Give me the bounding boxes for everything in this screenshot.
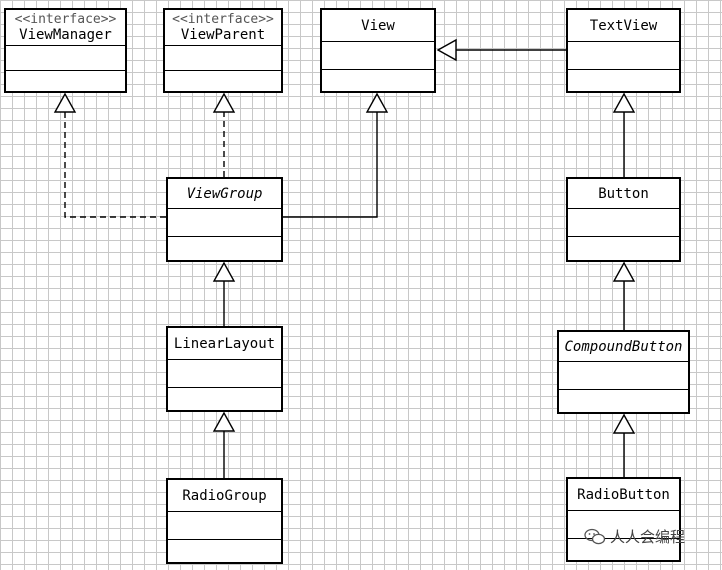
attributes-compartment — [168, 209, 281, 237]
hollow-triangle-arrowhead — [612, 92, 636, 113]
attributes-compartment — [568, 511, 679, 539]
operations-compartment — [168, 540, 281, 562]
wechat-icon — [584, 528, 606, 544]
class-view-manager[interactable]: <<interface>> ViewManager — [4, 8, 127, 93]
attributes-compartment — [168, 512, 281, 540]
operations-compartment — [165, 71, 281, 91]
attributes-compartment — [168, 360, 281, 388]
watermark-text: 人人会编程 — [610, 528, 686, 546]
class-name: RadioButton — [577, 486, 670, 503]
operations-compartment — [322, 70, 434, 91]
class-button[interactable]: Button — [566, 177, 681, 262]
class-linear-layout[interactable]: LinearLayout — [166, 326, 283, 412]
hollow-triangle-arrowhead — [612, 261, 636, 282]
operations-compartment — [568, 237, 679, 260]
hollow-triangle-arrowhead — [53, 92, 77, 113]
stereotype-label: <<interface>> — [172, 11, 274, 27]
operations-compartment — [168, 388, 281, 410]
class-name: View — [361, 17, 395, 34]
operations-compartment — [568, 70, 679, 91]
class-name: ViewManager — [19, 26, 112, 43]
class-name: RadioGroup — [182, 487, 267, 504]
hollow-triangle-arrowhead — [212, 411, 236, 432]
hollow-triangle-arrowhead — [436, 38, 457, 62]
class-name: LinearLayout — [173, 335, 276, 352]
hollow-triangle-arrowhead — [212, 92, 236, 113]
class-radio-group[interactable]: RadioGroup — [166, 478, 283, 564]
attributes-compartment — [165, 46, 281, 71]
class-compound-button[interactable]: CompoundButton — [557, 330, 690, 414]
class-view-parent[interactable]: <<interface>> ViewParent — [163, 8, 283, 93]
class-view-group[interactable]: ViewGroup — [166, 177, 283, 262]
hollow-triangle-arrowhead — [612, 413, 636, 434]
attributes-compartment — [568, 209, 679, 237]
class-name: TextView — [589, 17, 658, 34]
operations-compartment — [168, 237, 281, 260]
connector-view-group-to-view-manager — [64, 112, 166, 218]
watermark: 人人会编程 — [584, 526, 685, 547]
attributes-compartment — [322, 42, 434, 70]
class-name: CompoundButton — [564, 338, 683, 355]
attributes-compartment — [6, 46, 125, 71]
class-radio-button[interactable]: RadioButton — [566, 477, 681, 562]
connector-view-group-to-view — [283, 112, 378, 218]
attributes-compartment — [568, 42, 679, 70]
hollow-triangle-arrowhead — [365, 92, 389, 113]
class-name: Button — [598, 185, 649, 202]
class-view[interactable]: View — [320, 8, 436, 93]
class-text-view[interactable]: TextView — [566, 8, 681, 93]
attributes-compartment — [559, 362, 688, 390]
class-name: ViewGroup — [186, 185, 263, 202]
stereotype-label: <<interface>> — [14, 11, 117, 27]
operations-compartment — [6, 71, 125, 91]
operations-compartment — [559, 390, 688, 412]
hollow-triangle-arrowhead — [212, 261, 236, 282]
class-name: ViewParent — [180, 26, 266, 43]
